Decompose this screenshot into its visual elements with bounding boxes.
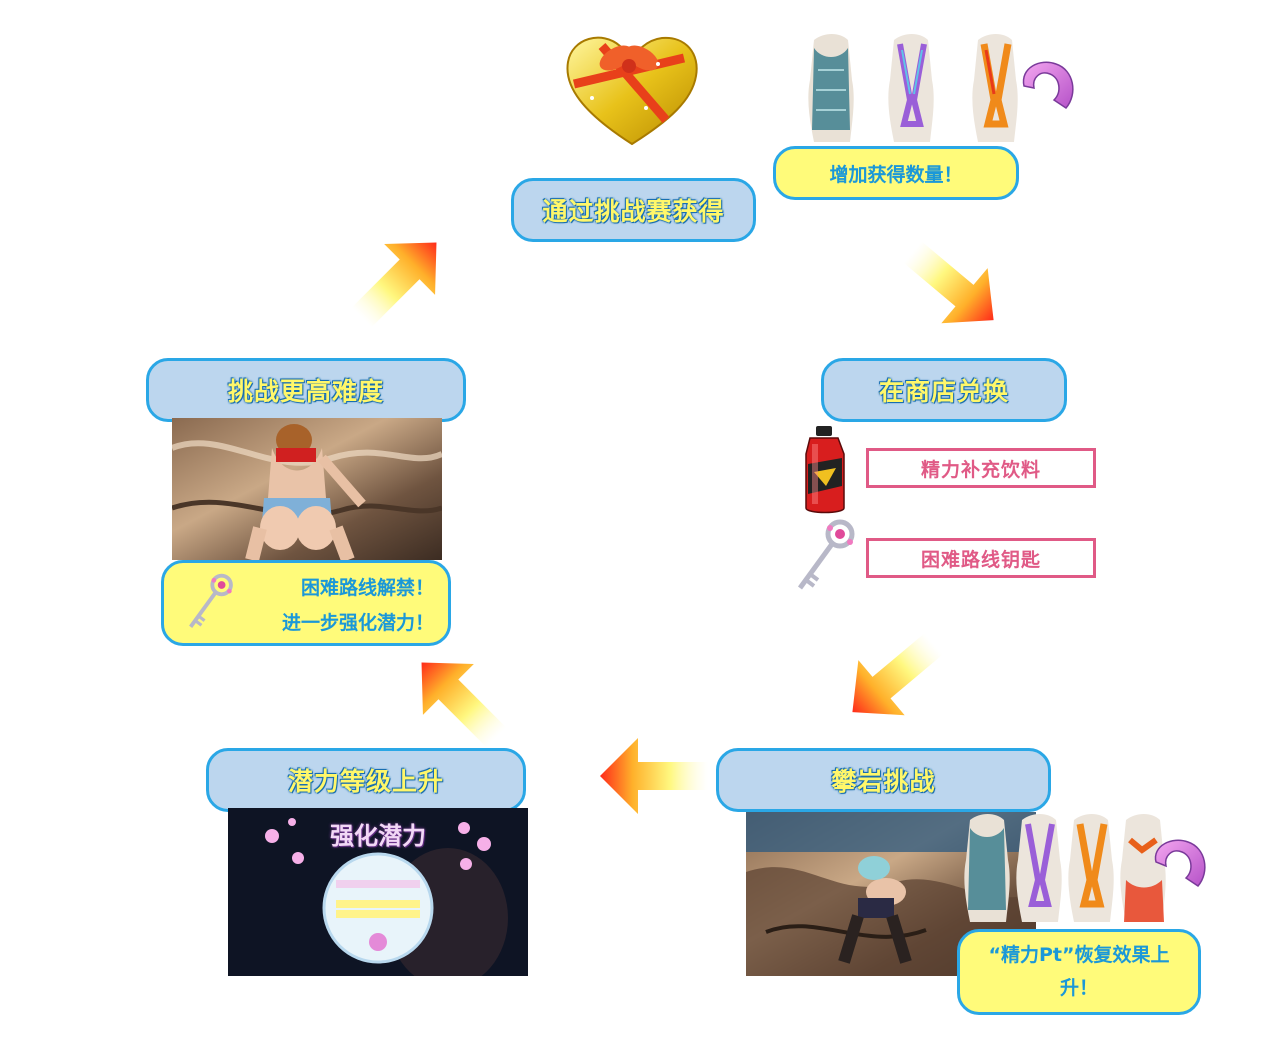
shop-item-key: 困难路线钥匙 [866, 538, 1096, 578]
swimsuit-icon [964, 814, 1206, 922]
title-shop: 在商店兑换 [821, 358, 1067, 422]
orchid-icon [265, 818, 491, 870]
higher-difficulty-screenshot [172, 418, 442, 560]
title-obtain: 通过挑战赛获得 [511, 178, 756, 242]
arrow-up-right-icon [351, 242, 437, 328]
title-climb: 攀岩挑战 [716, 748, 1051, 812]
potential-heading: 强化潜力 [330, 822, 426, 850]
arrow-left-icon [600, 738, 708, 814]
arrow-down-right-icon [903, 241, 994, 324]
note-recovery: “精力Pt”恢复效果上升！ [957, 929, 1201, 1015]
arrow-down-left-icon [852, 633, 943, 716]
title-higher-difficulty: 挑战更高难度 [146, 358, 466, 422]
gift-heart-icon [566, 36, 698, 146]
title-level-up: 潜力等级上升 [206, 748, 526, 812]
key-icon [797, 519, 855, 590]
shop-item-drink: 精力补充饮料 [866, 448, 1096, 488]
key-icon [189, 573, 233, 628]
ring-icon [1022, 61, 1074, 109]
note-unlock-line2: 进一步强化潜力！ [281, 612, 434, 634]
note-unlock-line1: 困难路线解禁！ [300, 577, 434, 599]
drink-bottle-icon [805, 426, 845, 514]
note-increase: 增加获得数量！ [773, 146, 1019, 200]
note-unlock: 困难路线解禁！ 进一步强化潜力！ [161, 560, 451, 646]
potential-screenshot: 强化潜力 [228, 808, 528, 976]
arrow-up-left-icon [421, 662, 507, 748]
swimsuit-icon [808, 34, 1074, 142]
